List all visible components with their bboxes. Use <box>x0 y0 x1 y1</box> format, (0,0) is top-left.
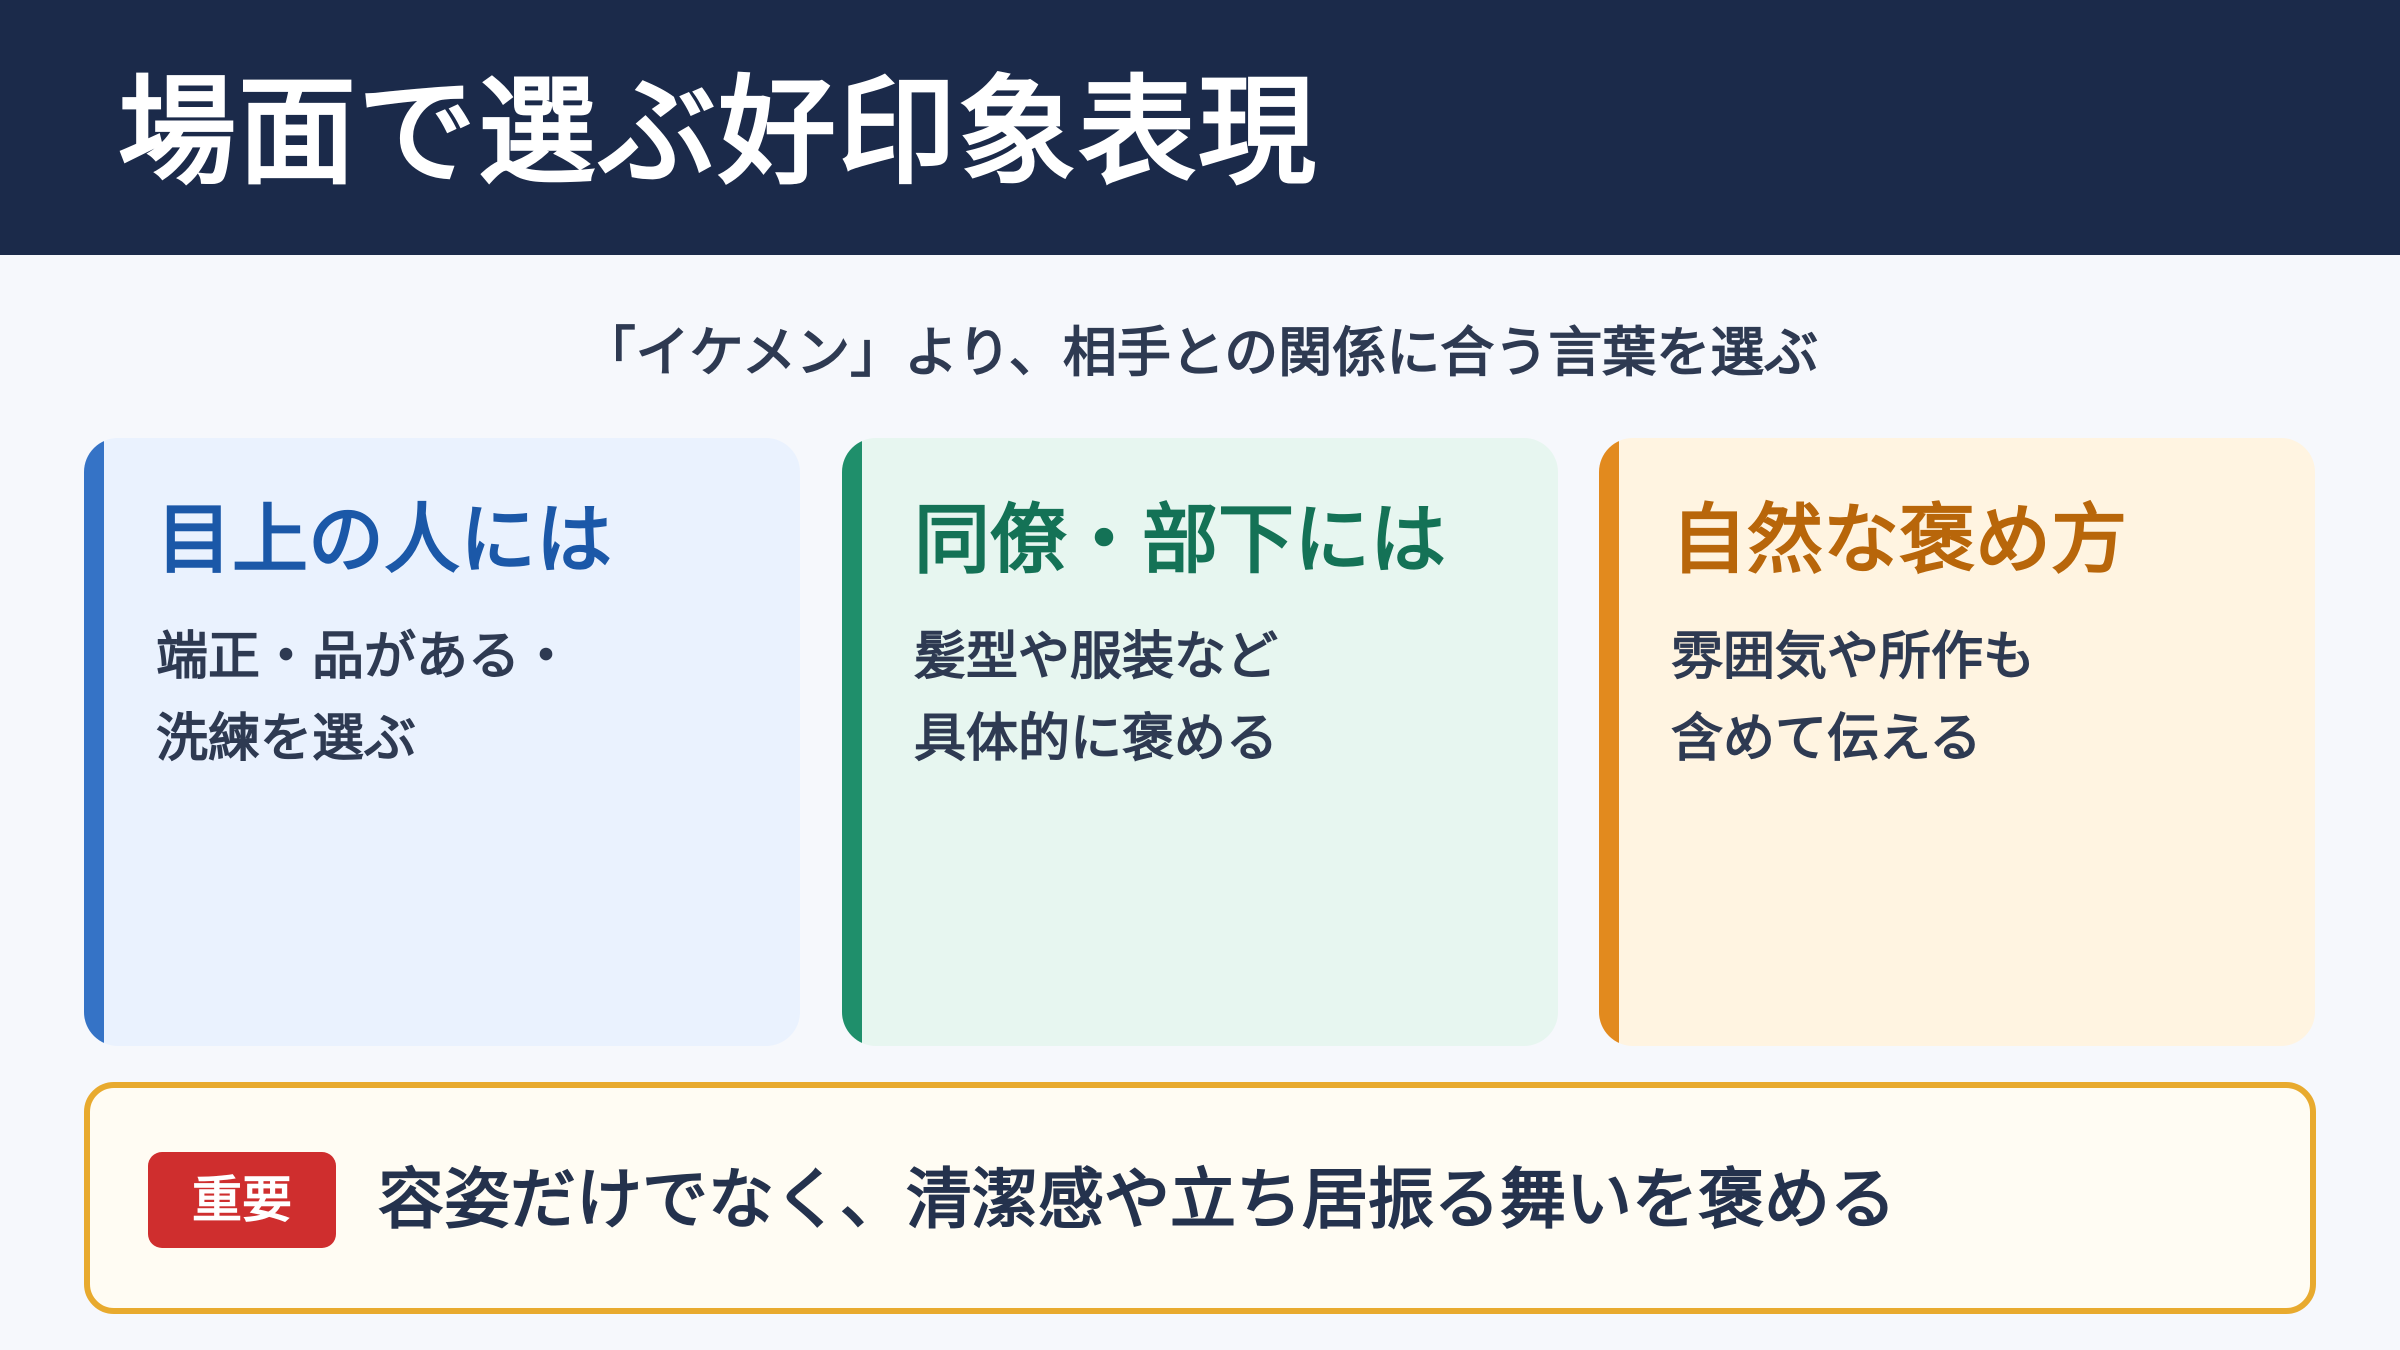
card-accent-bar <box>1599 438 1619 1046</box>
card-body: 髪型や服装など 具体的に褒める <box>914 616 1278 780</box>
card-line: 洗練を選ぶ <box>156 709 417 769</box>
card-accent-bar <box>842 438 862 1046</box>
card-line: 髪型や服装など <box>914 627 1279 687</box>
card-body: 雰囲気や所作も 含めて伝える <box>1671 616 2035 780</box>
card-line: 具体的に褒める <box>914 709 1279 769</box>
card-superiors: 目上の人には 端正・品がある・ 洗練を選ぶ <box>84 438 800 1046</box>
card-title: 同僚・部下には <box>914 495 1446 584</box>
page-title: 場面で選ぶ好印象表現 <box>118 63 1319 201</box>
important-note: 重要 容姿だけでなく、清潔感や立ち居振る舞いを褒める <box>84 1082 2316 1314</box>
card-line: 含めて伝える <box>1671 709 1982 769</box>
card-line: 雰囲気や所作も <box>1671 627 2036 687</box>
page-subtitle: 「イケメン」より、相手との関係に合う言葉を選ぶ <box>581 321 1819 384</box>
card-title: 自然な褒め方 <box>1671 495 2127 584</box>
header-bar: 場面で選ぶ好印象表現 <box>0 0 2400 255</box>
card-title: 目上の人には <box>156 495 612 584</box>
card-colleagues: 同僚・部下には 髪型や服装など 具体的に褒める <box>842 438 1558 1046</box>
card-accent-bar <box>84 438 104 1046</box>
important-badge: 重要 <box>148 1152 336 1248</box>
card-body: 端正・品がある・ 洗練を選ぶ <box>156 616 572 780</box>
card-natural-praise: 自然な褒め方 雰囲気や所作も 含めて伝える <box>1599 438 2315 1046</box>
important-note-text: 容姿だけでなく、清潔感や立ち居振る舞いを褒める <box>378 1161 1896 1238</box>
card-line: 端正・品がある・ <box>156 627 573 687</box>
